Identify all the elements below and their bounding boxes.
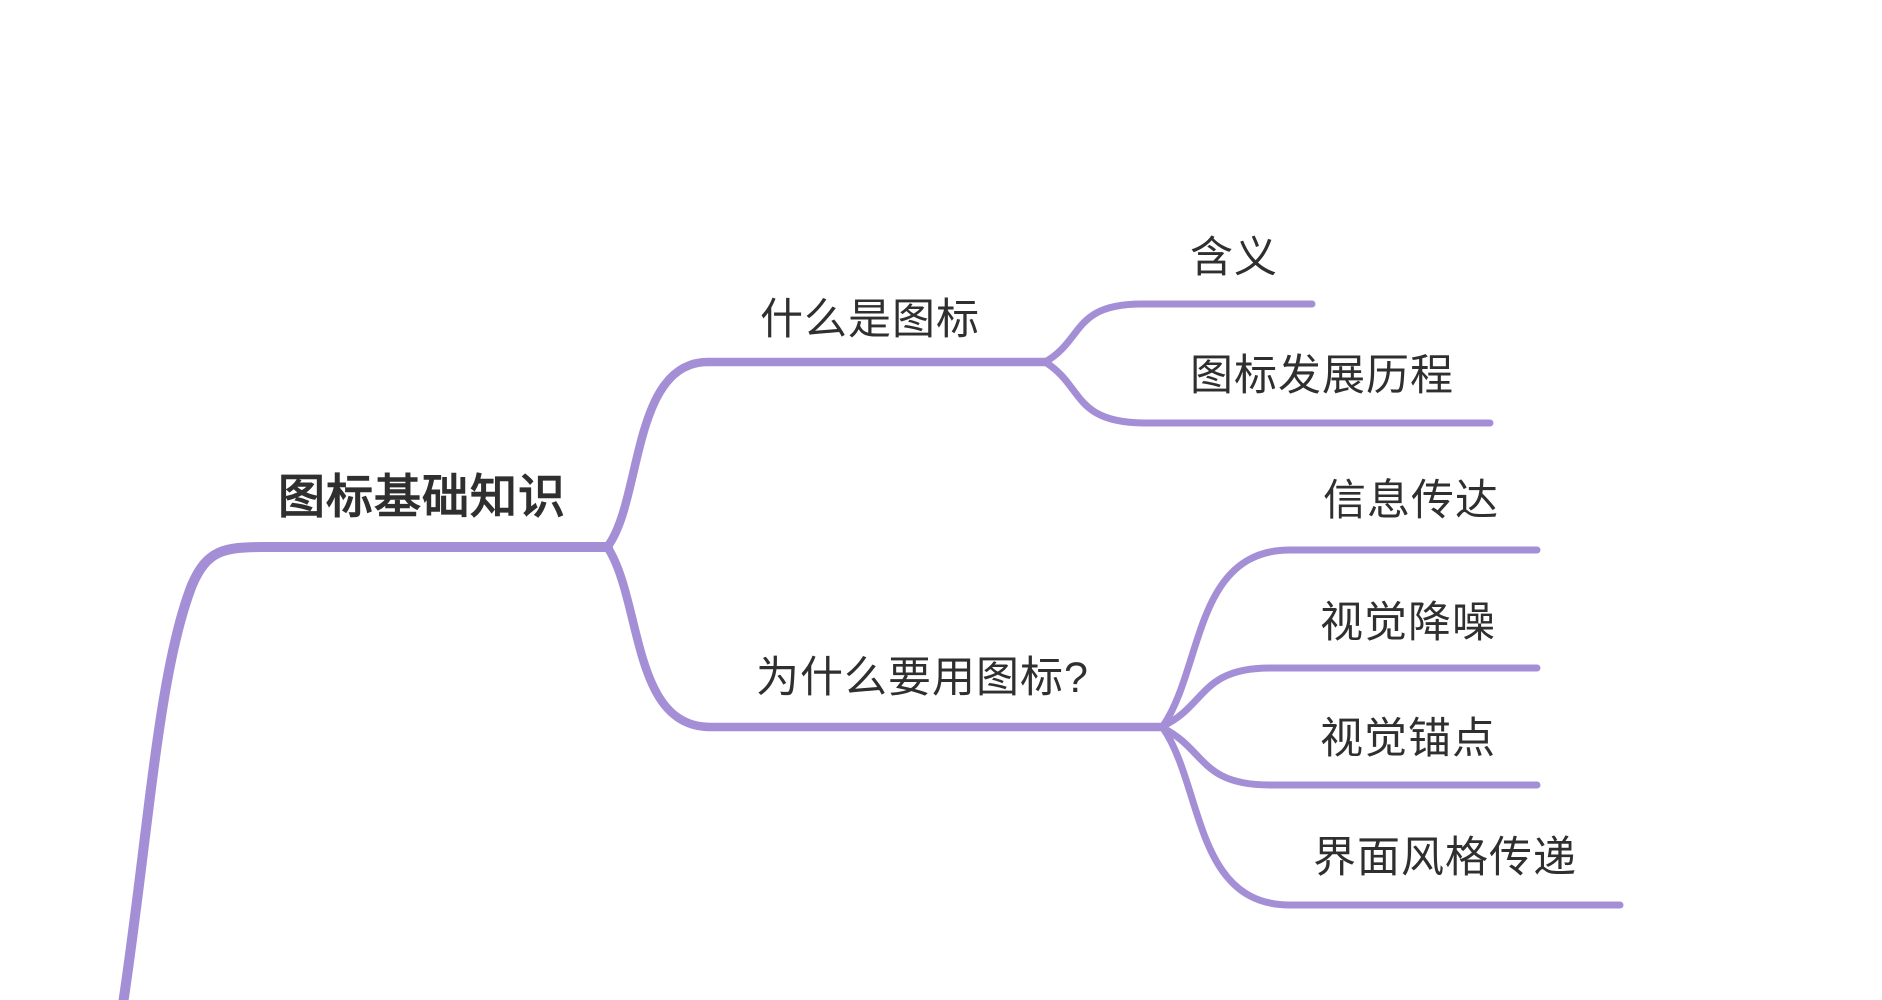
branch-icon-history [1041, 358, 1494, 427]
topic-ui-style-delivery[interactable]: 界面风格传递 [1313, 834, 1577, 882]
topic-icon-basics[interactable]: 图标基础知识 [278, 470, 566, 523]
topic-why-use-icons[interactable]: 为什么要用图标? [756, 654, 1089, 702]
topic-meaning[interactable]: 含义 [1190, 234, 1278, 282]
branch-meaning [1041, 300, 1316, 366]
branch-what-is-icon [603, 357, 1050, 551]
topic-what-is-icon[interactable]: 什么是图标 [760, 296, 980, 344]
branch-info-communication [1159, 546, 1541, 730]
branch-why-use-icons [603, 543, 1168, 732]
branch-visual-anchor [1159, 724, 1541, 789]
topic-info-communication[interactable]: 信息传达 [1323, 477, 1499, 525]
branch-trunk [118, 542, 613, 1000]
topic-icon-history[interactable]: 图标发展历程 [1190, 352, 1454, 400]
topic-visual-denoise[interactable]: 视觉降噪 [1320, 599, 1496, 647]
topic-visual-anchor[interactable]: 视觉锚点 [1320, 715, 1496, 763]
branch-ui-style-delivery [1159, 724, 1624, 909]
branch-visual-denoise [1159, 664, 1541, 730]
